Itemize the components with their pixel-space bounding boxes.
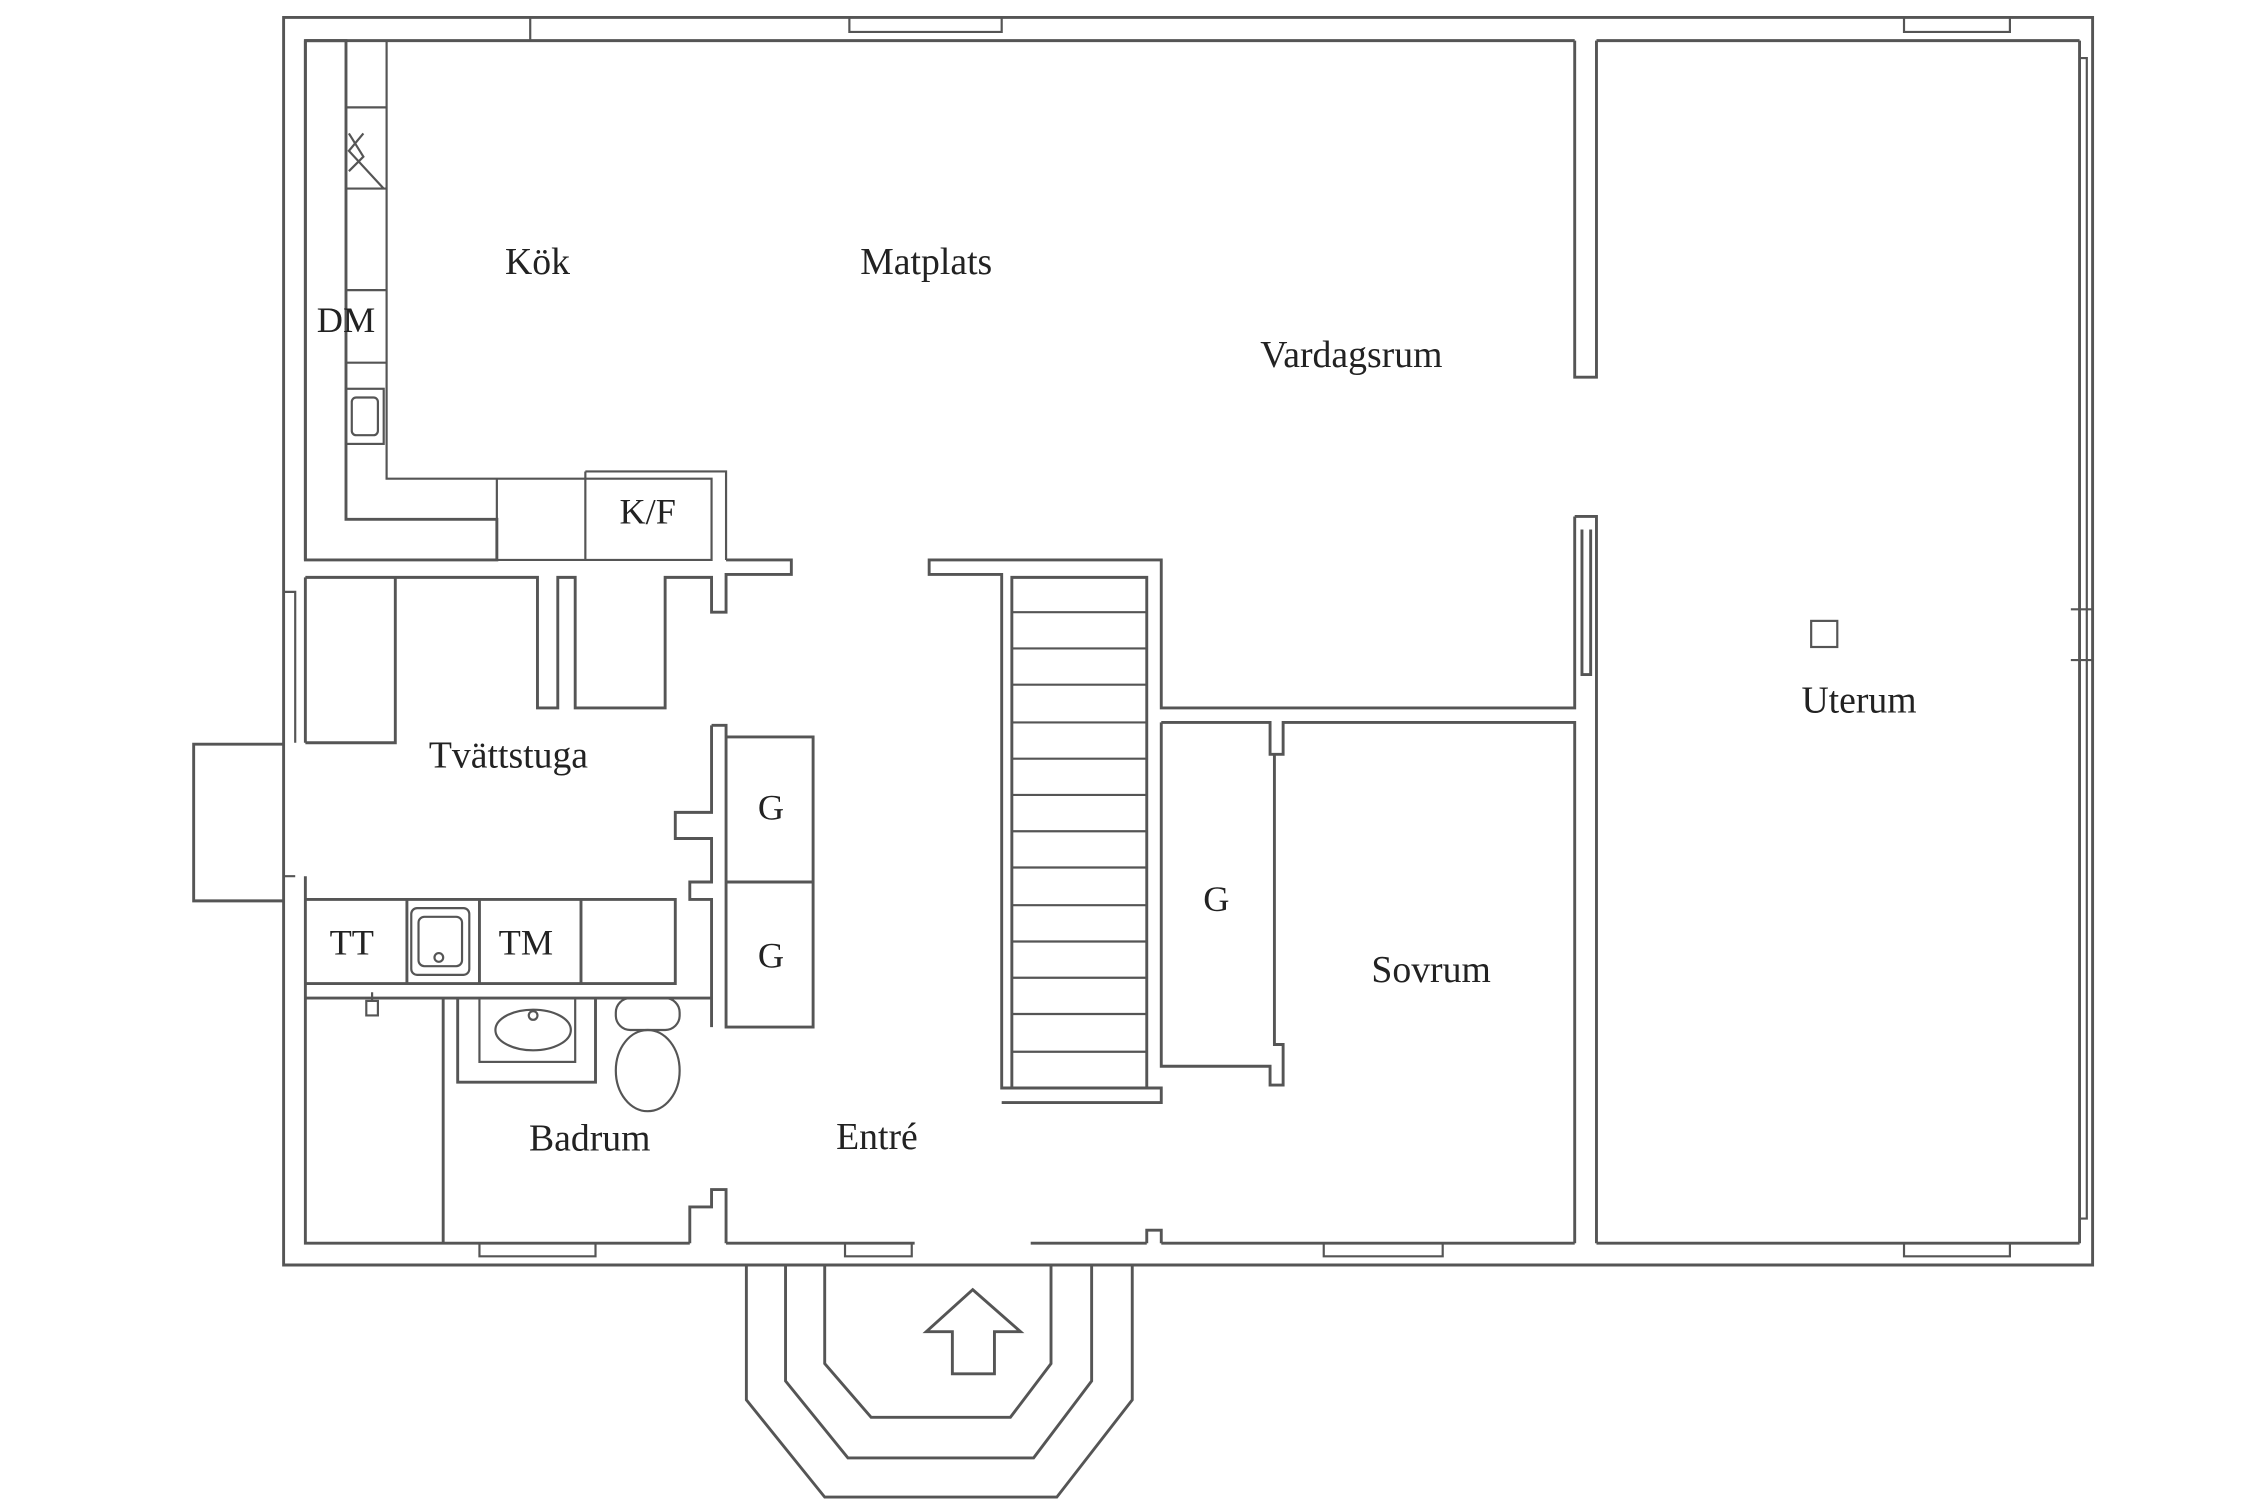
fixture-label-tt: TT [330, 923, 374, 963]
room-label-uterum: Uterum [1801, 679, 1916, 721]
fixture-label-kf: K/F [620, 492, 676, 532]
outer-walls [282, 15, 2095, 1267]
fixture-label-g2: G [758, 936, 784, 976]
laundry-sink-icon [410, 907, 471, 976]
column-icon [1810, 619, 1839, 649]
windows [283, 17, 2094, 1258]
room-label-kok: Kök [505, 241, 570, 283]
fixture-label-g1: G [758, 788, 784, 828]
stove-icon [347, 132, 385, 190]
room-label-sovrum: Sovrum [1371, 949, 1490, 991]
washbasin-icon [478, 996, 577, 1063]
entrance-steps [744, 1264, 1134, 1499]
room-label-entre: Entré [836, 1116, 918, 1158]
sink-icon [344, 387, 385, 445]
staircase [1010, 575, 1149, 1090]
room-label-matplats: Matplats [860, 241, 992, 283]
toilet-icon [614, 996, 681, 1113]
fixture-label-g3: G [1203, 879, 1229, 919]
room-label-tvattstuga: Tvättstuga [429, 734, 588, 776]
entrance-arrow-icon [922, 1287, 1025, 1376]
room-label-badrum: Badrum [529, 1117, 650, 1159]
fixture-label-tm: TM [499, 923, 553, 963]
room-label-vardagsrum: Vardagsrum [1260, 334, 1442, 376]
shower-icon [365, 992, 379, 1017]
fixture-label-dm: DM [317, 300, 375, 340]
kitchen-counter [303, 39, 728, 562]
side-bay [192, 742, 284, 903]
